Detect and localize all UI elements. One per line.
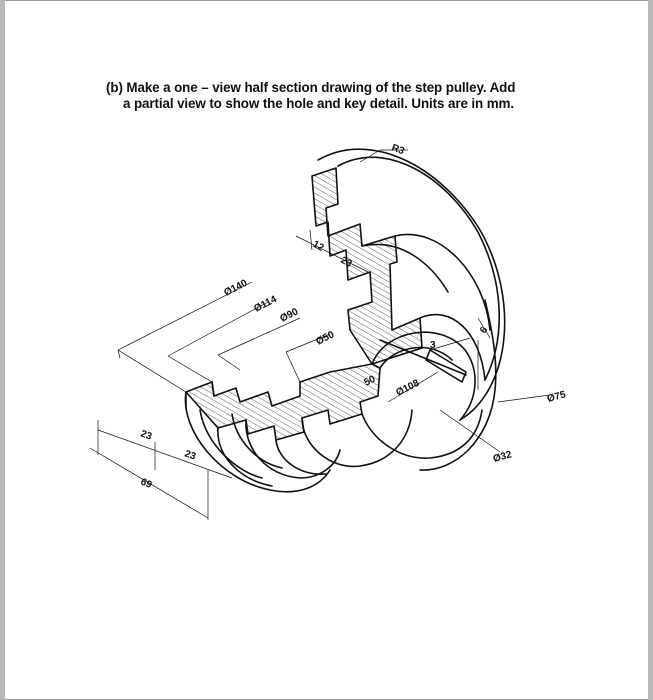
dim-r3: R3 <box>390 142 406 157</box>
dia32-leader <box>439 409 501 453</box>
dim-6: 6 <box>478 325 491 336</box>
right-edge-shadow <box>648 0 653 700</box>
outer-rim-back <box>317 148 506 421</box>
dim-50: 50 <box>362 374 377 389</box>
dim-12: 12 <box>311 239 326 254</box>
front-disc-8 <box>231 413 283 469</box>
dim-6-line <box>477 317 491 339</box>
front-disc-4 <box>275 439 327 475</box>
dim-dia114: Ø114 <box>252 294 279 315</box>
step-arc-1 <box>394 233 491 331</box>
dia114-leader <box>167 301 269 357</box>
dim-23-top: 23 <box>339 255 354 270</box>
step-arc-2 <box>419 313 486 381</box>
outer-rim-front <box>419 299 497 471</box>
left-edge-shadow <box>0 0 5 700</box>
task-line-2: a partial view to show the hole and key … <box>123 96 514 111</box>
lower-section <box>185 363 381 441</box>
dim-dia75: Ø75 <box>546 389 568 405</box>
dim-23-mid: 23 <box>183 448 198 462</box>
dim-dia140: Ø140 <box>222 278 249 299</box>
step-arc-3 <box>361 243 449 293</box>
dim-69: 69 <box>139 477 154 492</box>
dia108-line <box>387 371 439 403</box>
dim-69-line <box>89 447 209 519</box>
bore <box>371 331 476 421</box>
dim-3: 3 <box>430 340 436 351</box>
front-disc-6 <box>361 409 483 459</box>
dim-23-23-line <box>97 429 233 479</box>
front-disc-5 <box>301 409 413 468</box>
bore-inner <box>379 346 453 369</box>
keyway <box>425 349 467 383</box>
dim-dia90: Ø90 <box>278 306 300 325</box>
dim-3-line <box>429 337 471 351</box>
dim-dia32: Ø32 <box>492 449 514 465</box>
dia140-leader <box>117 281 253 351</box>
dim-23-left: 23 <box>139 428 154 442</box>
dim-dia108: Ø108 <box>394 378 421 399</box>
task-instructions: (b) Make a one – view half section drawi… <box>106 80 606 112</box>
front-disc-3 <box>245 419 341 479</box>
outer-rim-back-2 <box>337 156 501 381</box>
dim-12-23-line <box>295 235 369 273</box>
dia75-leader <box>497 394 551 403</box>
dim-dia50: Ø50 <box>314 329 336 348</box>
front-disc-1 <box>184 391 331 493</box>
front-disc-7 <box>199 409 263 479</box>
keyway-line <box>379 339 467 376</box>
task-line-1: (b) Make a one – view half section drawi… <box>106 80 516 95</box>
dia90-leader <box>217 317 301 356</box>
front-disc-2 <box>217 427 273 487</box>
dia50-leader <box>285 333 331 353</box>
